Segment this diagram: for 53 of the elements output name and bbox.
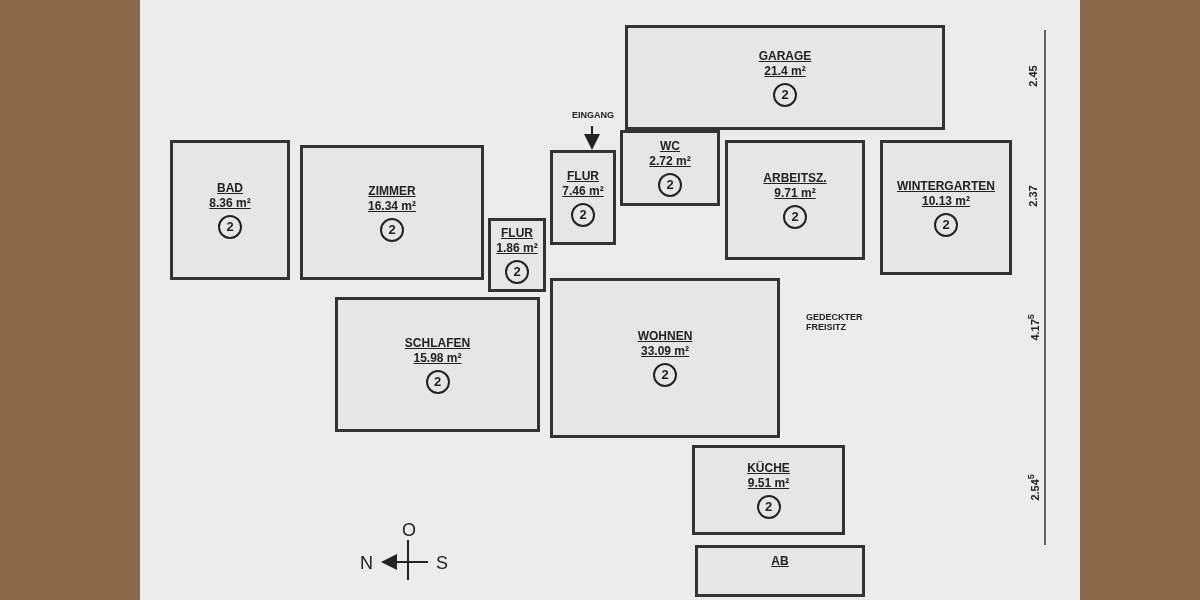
room-name: AB — [771, 554, 789, 569]
room-outline — [692, 445, 845, 535]
area-label: 16.34 m² — [368, 198, 416, 214]
room-name: ARBEITSZ. — [763, 171, 827, 186]
compass-letter: S — [436, 553, 448, 574]
room-outline — [725, 140, 865, 260]
room-name: WOHNEN — [637, 329, 693, 344]
room-outline — [880, 140, 1012, 275]
room-name: FLUR — [567, 168, 599, 184]
area-label: 7.46 m² — [562, 183, 604, 199]
area-label: 10.13 m² — [922, 193, 970, 209]
room-number: 2 — [505, 260, 529, 284]
area-label: 8.36 m² — [209, 196, 251, 211]
compass-letter: N — [360, 553, 373, 574]
dimension-label: 2.37 — [1026, 185, 1039, 207]
room-name: ZIMMER — [368, 183, 416, 199]
compass-letter: O — [402, 520, 416, 541]
room-outline — [170, 140, 290, 280]
room-outline — [488, 218, 546, 292]
room-outline — [335, 297, 540, 432]
room-number: 2 — [653, 363, 677, 387]
area-label: 9.51 m² — [747, 476, 790, 491]
room-name: FLUR — [501, 226, 533, 241]
room-outline — [695, 545, 865, 597]
room-number: 2 — [380, 217, 404, 242]
dimension-label: 2.45 — [1026, 65, 1039, 87]
room-name: WINTERGARTEN — [897, 178, 995, 194]
room-number: 2 — [425, 369, 450, 394]
room-name: KÜCHE — [747, 461, 790, 476]
area-label: 21.4 m² — [764, 63, 806, 79]
room-number: 2 — [571, 202, 595, 227]
room-outline — [550, 278, 780, 438]
room-number: 2 — [783, 205, 807, 229]
entrance-label: EINGANG — [572, 110, 614, 120]
room-number: 2 — [658, 173, 682, 197]
room-name: WC — [660, 139, 680, 154]
room-name: BAD — [217, 181, 243, 196]
room-outline — [300, 145, 484, 280]
area-label: 33.09 m² — [641, 344, 689, 359]
area-label: 2.72 m² — [649, 154, 691, 169]
room-name: GARAGE — [758, 48, 812, 64]
area-label: 15.98 m² — [413, 350, 462, 366]
room-outline — [620, 130, 720, 206]
room-outline — [550, 150, 616, 245]
room-number: 2 — [934, 212, 958, 237]
room-outline — [625, 25, 945, 130]
room-name: SCHLAFEN — [404, 335, 471, 351]
room-number: 2 — [218, 215, 242, 239]
room-number: 2 — [773, 82, 797, 107]
room-number: 2 — [756, 495, 781, 519]
area-label: GEDECKTER FREISITZ — [806, 312, 864, 332]
area-label: 9.71 m² — [774, 186, 816, 201]
area-label: 1.86 m² — [496, 241, 538, 256]
